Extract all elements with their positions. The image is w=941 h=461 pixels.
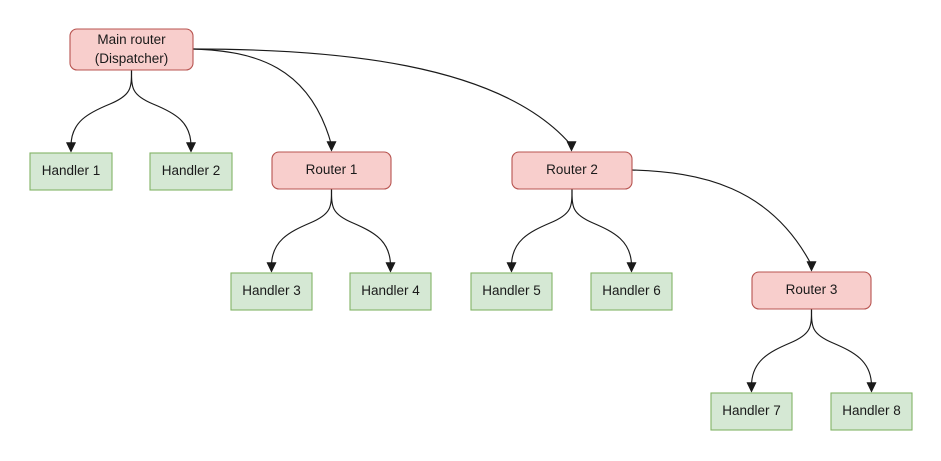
arrow-handler-6-icon xyxy=(626,262,637,273)
node-handler-2[interactable]: Handler 2 xyxy=(149,152,233,191)
arrow-router-1-icon xyxy=(326,141,337,152)
arrow-handler-7-icon xyxy=(746,382,757,393)
node-handler-8[interactable]: Handler 8 xyxy=(830,392,913,431)
node-main-router-label: Main router xyxy=(97,32,166,47)
node-handler-1-box[interactable] xyxy=(29,152,113,191)
node-handler-7-label: Handler 7 xyxy=(722,403,781,418)
edge-router-2-to-handler-6 xyxy=(571,188,633,267)
edge-router-1-to-handler-3 xyxy=(270,188,333,267)
arrow-handler-8-icon xyxy=(866,382,877,393)
node-handler-5-box[interactable] xyxy=(470,272,553,311)
arrow-router-2-icon xyxy=(566,141,577,152)
edge-router-3-to-handler-7 xyxy=(750,308,813,387)
node-handler-4-box[interactable] xyxy=(349,272,432,311)
node-router-2-box[interactable] xyxy=(511,151,633,190)
node-handler-4-label: Handler 4 xyxy=(361,283,420,298)
node-handler-3-box[interactable] xyxy=(230,272,313,311)
node-handler-1-label: Handler 1 xyxy=(42,163,101,178)
node-handler-7[interactable]: Handler 7 xyxy=(710,392,793,431)
node-router-1-box[interactable] xyxy=(271,151,392,190)
edge-main-to-router-2 xyxy=(192,48,572,146)
node-router-3-box[interactable] xyxy=(751,271,872,310)
node-main-router-box[interactable] xyxy=(69,28,194,71)
node-handler-6[interactable]: Handler 6 xyxy=(590,272,673,311)
node-router-2-label: Router 2 xyxy=(546,162,598,177)
node-handler-2-label: Handler 2 xyxy=(162,163,221,178)
arrow-handler-2-icon xyxy=(186,142,196,153)
nodes-layer: Main router (Dispatcher) Handler 1 Handler … xyxy=(29,28,913,431)
node-main-router-label-secondary: (Dispatcher) xyxy=(95,51,169,66)
node-main-router[interactable]: Main router (Dispatcher) xyxy=(69,28,194,71)
edge-main-to-handler-2 xyxy=(130,69,192,147)
node-handler-4[interactable]: Handler 4 xyxy=(349,272,432,311)
node-handler-8-label: Handler 8 xyxy=(842,403,901,418)
node-handler-3[interactable]: Handler 3 xyxy=(230,272,313,311)
node-handler-1[interactable]: Handler 1 xyxy=(29,152,113,191)
node-handler-3-label: Handler 3 xyxy=(242,283,301,298)
node-handler-6-box[interactable] xyxy=(590,272,673,311)
arrow-handler-4-icon xyxy=(385,262,396,273)
node-handler-8-box[interactable] xyxy=(830,392,913,431)
arrow-handler-1-icon xyxy=(66,142,76,153)
node-router-3[interactable]: Router 3 xyxy=(751,271,872,310)
node-handler-6-label: Handler 6 xyxy=(602,283,661,298)
node-handler-5[interactable]: Handler 5 xyxy=(470,272,553,311)
edge-router-2-to-handler-5 xyxy=(510,188,573,267)
edge-router-1-to-handler-4 xyxy=(330,188,392,267)
edges-layer xyxy=(70,48,873,387)
node-router-1-label: Router 1 xyxy=(306,162,358,177)
node-handler-2-box[interactable] xyxy=(149,152,233,191)
arrow-handler-5-icon xyxy=(506,262,517,273)
node-router-3-label: Router 3 xyxy=(786,282,838,297)
edge-main-to-router-1 xyxy=(192,48,333,146)
arrowheads-layer xyxy=(66,141,877,393)
edge-router-3-to-handler-8 xyxy=(810,308,873,387)
node-router-2[interactable]: Router 2 xyxy=(511,151,633,190)
arrow-router-3-icon xyxy=(806,261,817,272)
node-handler-7-box[interactable] xyxy=(710,392,793,431)
node-router-1[interactable]: Router 1 xyxy=(271,151,392,190)
arrow-handler-3-icon xyxy=(266,262,277,273)
node-handler-5-label: Handler 5 xyxy=(482,283,541,298)
edge-router-2-to-router-3 xyxy=(631,169,813,266)
edge-main-to-handler-1 xyxy=(70,69,133,147)
